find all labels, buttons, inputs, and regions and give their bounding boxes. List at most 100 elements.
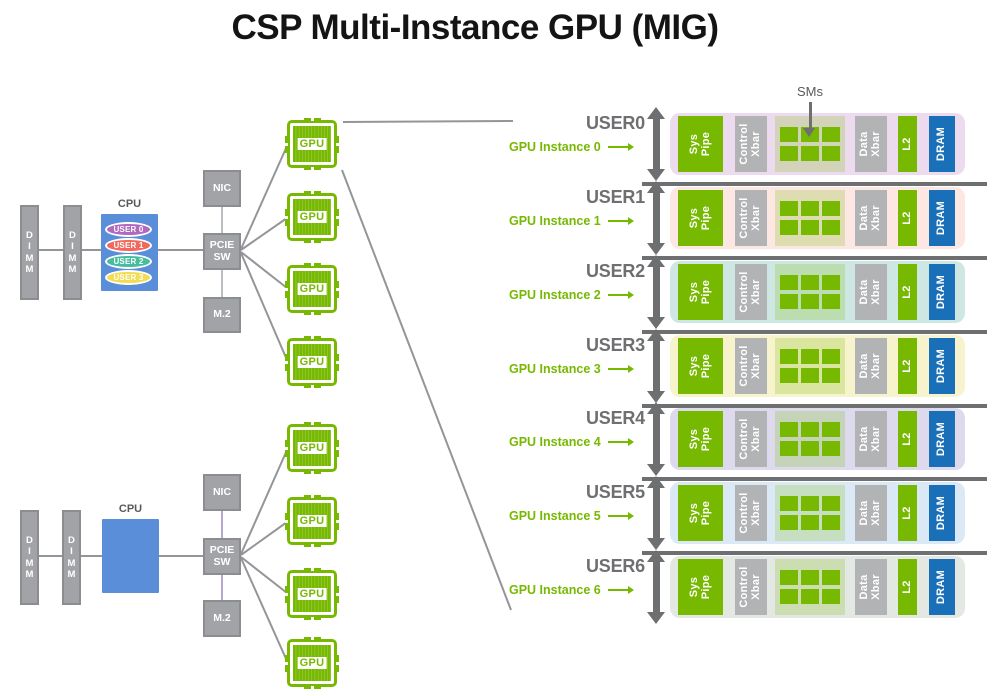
sm-square (801, 220, 819, 235)
gpu-chip: GPU (285, 568, 339, 620)
sm-square (822, 368, 840, 383)
gpu-instance-box: Sys Pipe Control Xbar Data Xbar L2 DRAM (670, 261, 965, 323)
chip-tab (285, 209, 288, 226)
green-arrow-icon (607, 586, 634, 594)
dimm-label: D I M M (25, 535, 34, 580)
user-oval-3: USER 3 (105, 270, 152, 285)
sms-label: SMs (797, 84, 823, 99)
nic-label: NIC (212, 181, 232, 194)
gpu-chip-label: GPU (297, 588, 327, 600)
green-arrow-icon (607, 365, 634, 373)
chip-tab (285, 655, 288, 672)
user-label: USER6 (585, 556, 645, 576)
gpu-instance-text: GPU Instance 3 (509, 362, 601, 376)
dimm-module: D I M M (20, 510, 39, 605)
gpu-instance-label: GPU Instance 2 (509, 288, 634, 302)
sm-grid (775, 485, 845, 541)
chip-tab (285, 281, 288, 298)
l2-box: L2 (898, 190, 917, 246)
user-label: USER4 (585, 408, 645, 428)
chip-tab (336, 281, 339, 298)
sm-square (822, 146, 840, 161)
sm-square (801, 570, 819, 585)
data-xbar-box: Data Xbar (855, 264, 887, 320)
sm-square (822, 349, 840, 364)
gpu-chip: GPU (285, 637, 339, 689)
sm-square (780, 441, 798, 456)
l2-box: L2 (898, 116, 917, 172)
chip-tab (304, 263, 321, 266)
nic-label: NIC (212, 485, 232, 498)
user-oval-1: USER 1 (105, 238, 152, 253)
sys-pipe-box: Sys Pipe (678, 264, 723, 320)
control-xbar-box: Control Xbar (735, 485, 767, 541)
chip-tab (285, 513, 288, 530)
chip-tab (304, 240, 321, 243)
gpu-instance-label: GPU Instance 5 (509, 509, 634, 523)
chip-tab (304, 336, 321, 339)
pcie-switch-label: PCIE SW (209, 543, 235, 568)
m2-box: M.2 (203, 600, 241, 637)
gpu-instance-label: GPU Instance 3 (509, 362, 634, 376)
dram-box: DRAM (929, 190, 955, 246)
sm-square (822, 201, 840, 216)
sm-square (822, 294, 840, 309)
m2-box: M.2 (203, 297, 241, 333)
row-separator (642, 551, 987, 555)
sm-square (801, 146, 819, 161)
dram-box: DRAM (929, 338, 955, 394)
chip-tab (304, 422, 321, 425)
data-xbar-box: Data Xbar (855, 338, 887, 394)
gpu-instance-text: GPU Instance 4 (509, 435, 601, 449)
l2-box: L2 (898, 485, 917, 541)
sm-square (780, 294, 798, 309)
control-xbar-box: Control Xbar (735, 559, 767, 615)
sm-square (822, 515, 840, 530)
mig-row-0: USER0 GPU Instance 0 Sys Pipe Control Xb… (0, 107, 1002, 181)
sm-grid (775, 338, 845, 394)
chip-tab (304, 385, 321, 388)
chip-tab (304, 686, 321, 689)
green-arrow-icon (607, 512, 634, 520)
user-oval-2: USER 2 (105, 254, 152, 269)
gpu-chip-label: GPU (297, 515, 327, 527)
user-label: USER0 (585, 113, 645, 133)
sm-square (822, 589, 840, 604)
nic-box: NIC (203, 474, 241, 511)
dimm-module: D I M M (62, 510, 81, 605)
gpu-instance-box: Sys Pipe Control Xbar Data Xbar L2 DRAM (670, 113, 965, 175)
user-label: USER2 (585, 261, 645, 281)
green-arrow-icon (607, 291, 634, 299)
sm-grid (775, 264, 845, 320)
gpu-chip-label: GPU (297, 283, 327, 295)
chip-tab (285, 354, 288, 371)
sm-square (780, 349, 798, 364)
gpu-instance-text: GPU Instance 0 (509, 140, 601, 154)
chip-tab (304, 495, 321, 498)
cpu-label: CPU (118, 503, 143, 515)
data-xbar-box: Data Xbar (855, 190, 887, 246)
sm-square (822, 570, 840, 585)
chip-tab (304, 617, 321, 620)
dimm-label: D I M M (67, 535, 76, 580)
l2-box: L2 (898, 264, 917, 320)
chip-tab (336, 136, 339, 153)
span-arrow-icon (647, 107, 665, 181)
dram-box: DRAM (929, 485, 955, 541)
mig-row-1: USER1 GPU Instance 1 Sys Pipe Control Xb… (0, 181, 1002, 255)
green-arrow-icon (607, 217, 634, 225)
user-label: USER5 (585, 482, 645, 502)
sys-pipe-box: Sys Pipe (678, 411, 723, 467)
green-arrow-icon (607, 143, 634, 151)
sm-square (801, 441, 819, 456)
row-separator (642, 256, 987, 260)
m2-label: M.2 (213, 611, 231, 624)
chip-tab (336, 209, 339, 226)
sm-square (822, 422, 840, 437)
user-label: USER1 (585, 187, 645, 207)
row-separator (642, 404, 987, 408)
gpu-instance-text: GPU Instance 2 (509, 288, 601, 302)
chip-tab (285, 586, 288, 603)
gpu-chip-label: GPU (297, 138, 327, 150)
